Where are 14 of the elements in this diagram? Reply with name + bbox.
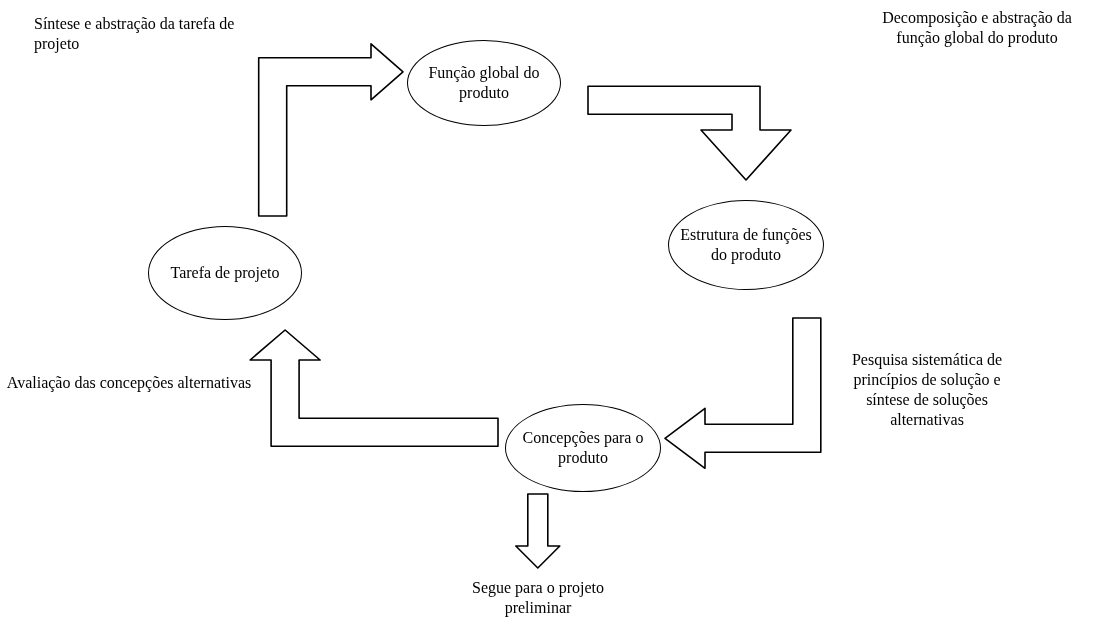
block-arrow [587, 85, 792, 181]
block-arrow [257, 43, 404, 217]
step-description: Avaliação das concepções alternativas [5, 373, 253, 393]
block-arrow [249, 329, 499, 447]
node-label: Estrutura de funções do produto [679, 225, 813, 265]
step-description: Síntese e abstração da tarefa de projeto [34, 14, 236, 54]
node-label: Função global do produto [427, 63, 541, 103]
block-arrow [515, 493, 561, 569]
node-label: Tarefa de projeto [170, 263, 280, 283]
step-description: Decomposição e abstração da função global do produto [881, 8, 1073, 48]
step-description: Pesquisa sistemática de princípios de solução e síntese de soluções alternativas [850, 350, 1004, 430]
node-label: Concepções para o produto [521, 428, 645, 468]
node-label: Segue para o projeto preliminar [471, 578, 605, 618]
block-arrow [664, 317, 822, 470]
